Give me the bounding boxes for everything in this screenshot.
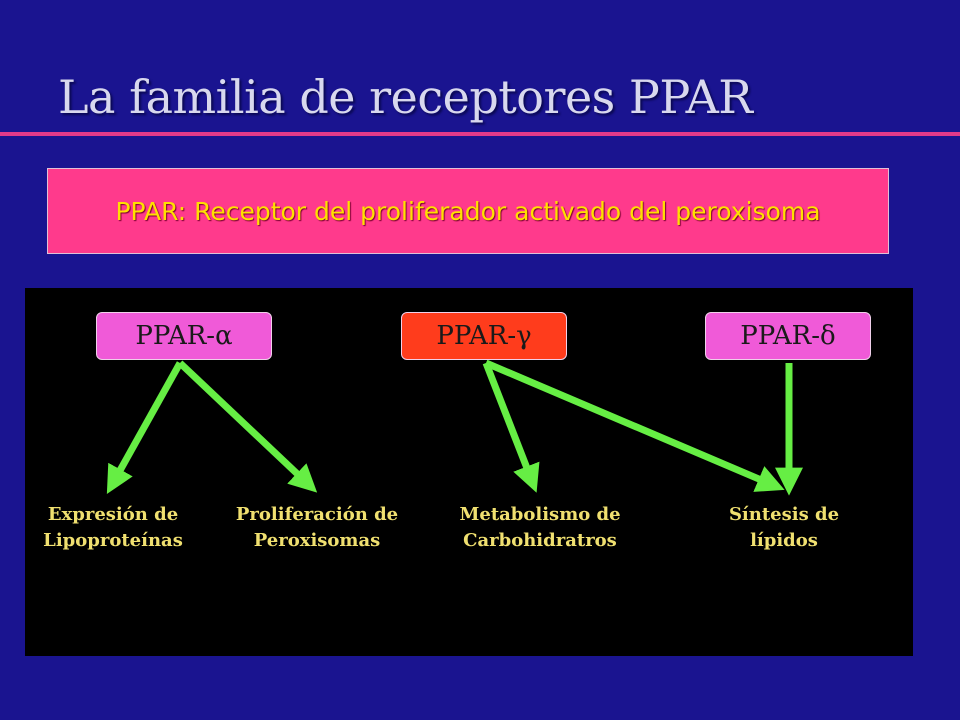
effect-line: Expresión de (47, 504, 179, 525)
effect-line: Metabolismo de (459, 504, 621, 525)
arrow-layer (106, 359, 803, 496)
effect-line: Síntesis de (728, 504, 840, 525)
effect-lipid-synthesis: Síntesis de lípidos (684, 502, 884, 554)
title-divider (0, 132, 960, 136)
effect-peroxisome-proliferation: Proliferación de Peroxisomas (217, 502, 417, 554)
definition-text: PPAR: Receptor del proliferador activado… (115, 196, 821, 226)
effect-lipoprotein-expression: Expresión de Lipoproteínas (13, 502, 213, 554)
definition-box: PPAR: Receptor del proliferador activado… (47, 168, 889, 254)
slide-title: La familia de receptores PPAR (58, 70, 753, 124)
effect-line: lípidos (750, 530, 818, 551)
ppar-alpha-node: PPAR-α (96, 312, 272, 360)
arrow-alpha-to-peroxisomes (177, 360, 318, 493)
arrow-alpha-to-lipoproteins (106, 361, 184, 495)
effect-line: Proliferación de (235, 504, 399, 525)
ppar-gamma-node: PPAR-γ (401, 312, 567, 360)
effect-line: Carbohidratros (463, 530, 617, 551)
ppar-delta-node: PPAR-δ (705, 312, 871, 360)
effect-line: Peroxisomas (253, 530, 381, 551)
arrow-gamma-to-carbohydrates (482, 361, 540, 493)
effect-carbohydrate-metabolism: Metabolismo de Carbohidratros (440, 502, 640, 554)
arrow-gamma-to-lipid-synthesis (484, 359, 785, 492)
diagram-panel: PPAR-α PPAR-γ PPAR-δ Expresión de Lipopr… (25, 288, 913, 656)
effect-line: Lipoproteínas (43, 530, 183, 551)
